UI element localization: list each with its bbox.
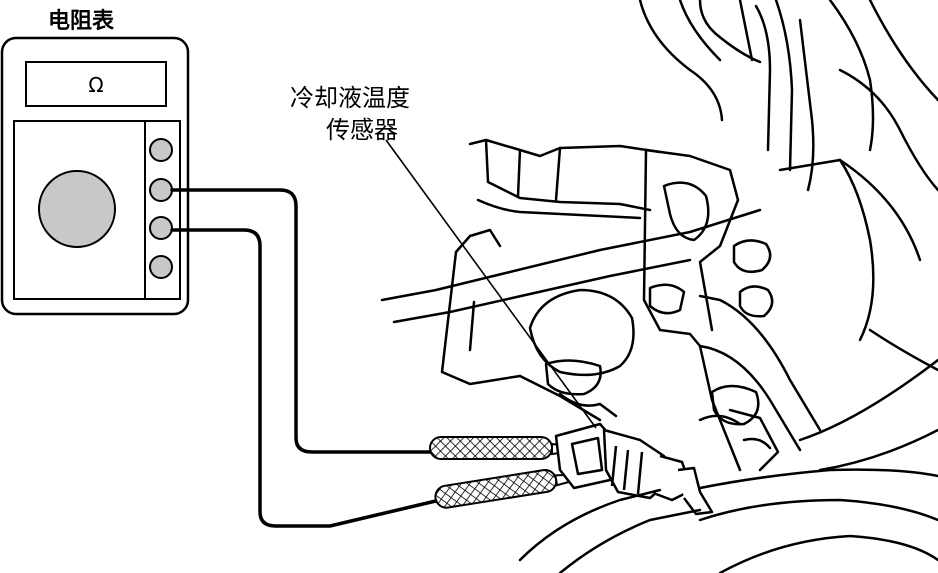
- meter-body: [0, 36, 190, 316]
- engine-bay-line-art: [380, 0, 938, 573]
- sensor-label-line1: 冷却液温度: [290, 84, 410, 112]
- jack-1: [149, 138, 173, 162]
- resistance-meter: [0, 36, 190, 316]
- sensor-label-line2: 传感器: [326, 116, 398, 144]
- meter-display: [25, 61, 167, 107]
- lead-wire-lower: [170, 228, 442, 528]
- jack-2: [149, 178, 173, 202]
- meter-panel: [13, 120, 181, 300]
- coolant-temp-sensor-connector: [554, 422, 714, 516]
- probe-upper: [429, 436, 569, 460]
- lead-wire-upper: [170, 188, 432, 454]
- probe-lower: [434, 469, 575, 509]
- display-unit-ohm: Ω: [88, 73, 103, 97]
- meter-title: 电阻表: [48, 9, 115, 34]
- range-knob: [38, 170, 116, 248]
- jack-4: [149, 255, 173, 279]
- test-leads: [170, 188, 442, 528]
- label-leader-line: [385, 139, 597, 429]
- jack-3: [149, 216, 173, 240]
